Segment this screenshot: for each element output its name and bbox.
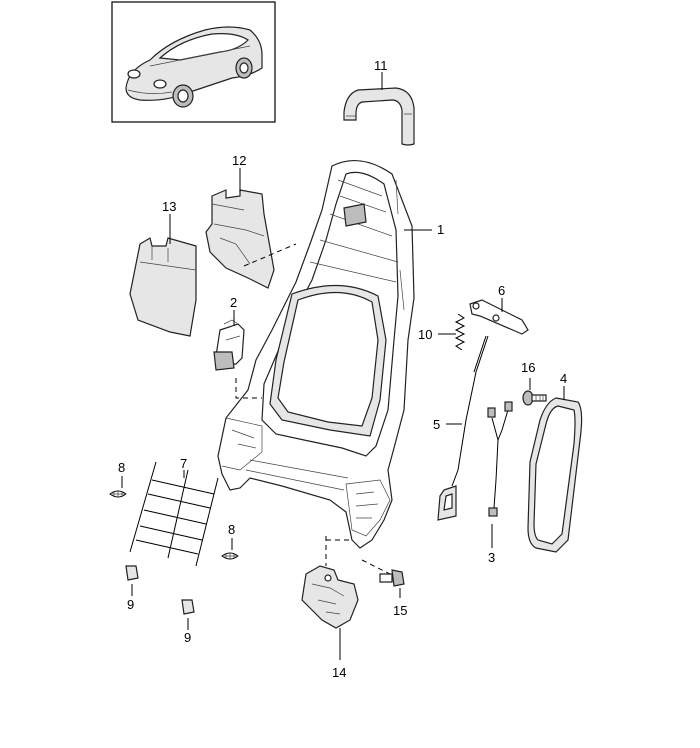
label-part-5: 5 [433,417,440,432]
label-part-16: 16 [521,360,535,375]
label-part-15: 15 [393,603,407,618]
label-part-2: 2 [230,295,237,310]
part-8-spring-clip-a [109,490,127,498]
label-part-8-left: 8 [118,460,125,475]
part-10-tension-spring [454,313,466,351]
part-11-headrest-guide [343,87,415,146]
part-14-recliner-bracket [301,565,359,629]
label-part-12: 12 [232,153,246,168]
label-part-10: 10 [418,327,432,342]
part-6-release-lever [469,299,529,335]
label-part-7: 7 [180,456,187,471]
car-illustration-icon [125,26,263,108]
part-9-clip-a [125,565,139,581]
label-part-11: 11 [374,58,388,73]
part-7-lumbar-support-mat [129,461,219,567]
label-part-4: 4 [560,371,567,386]
part-16-screw [522,390,547,406]
part-3-wiring-harness [487,401,513,517]
part-9-clip-b [181,599,195,615]
label-part-8-right: 8 [228,522,235,537]
part-1-backrest-frame [217,160,415,549]
part-12-side-cover [205,189,275,289]
part-2-motor [213,319,245,371]
label-part-3: 3 [488,550,495,565]
label-part-14: 14 [332,665,346,680]
label-part-9-left: 9 [127,597,134,612]
part-8-spring-clip-b [221,552,239,560]
part-4-backrest-shell [527,397,583,553]
part-13-side-panel [129,237,197,337]
label-part-9-right: 9 [184,630,191,645]
label-part-1: 1 [437,222,444,237]
part-15-bolt [379,569,405,587]
label-part-13: 13 [162,199,176,214]
part-5-release-cable [437,335,489,521]
label-part-6: 6 [498,283,505,298]
vehicle-thumbnail [111,1,276,123]
part-labels: 1 2 3 4 5 6 7 8 8 9 9 10 11 12 13 14 15 … [118,58,567,680]
